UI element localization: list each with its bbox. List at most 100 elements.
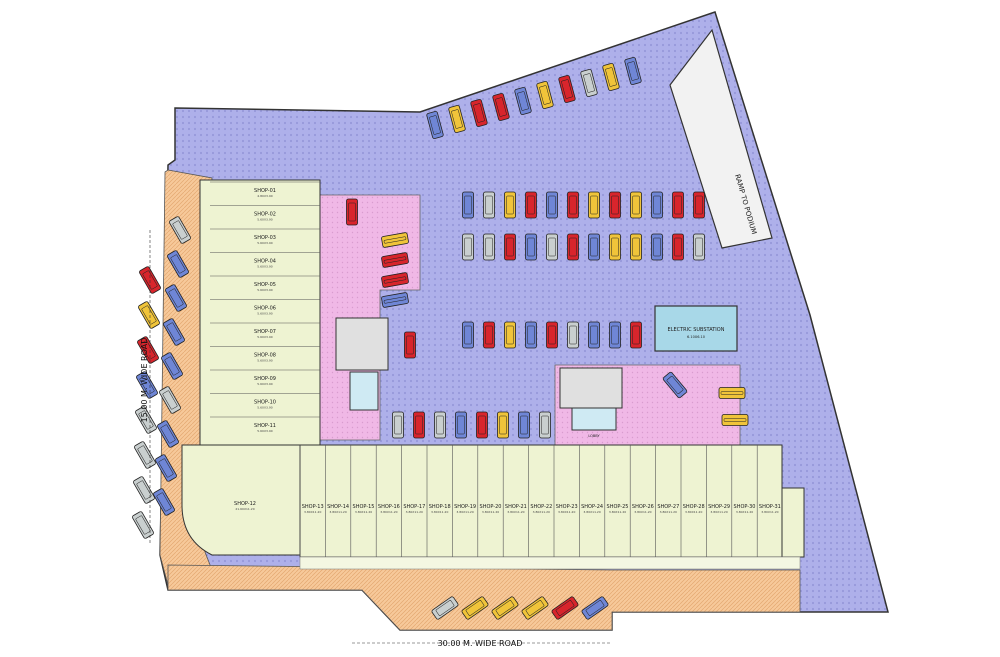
car <box>630 321 642 349</box>
car <box>588 233 600 261</box>
stair-core-left <box>335 317 389 371</box>
shop-name: SHOP-10 <box>254 400 276 406</box>
car <box>167 250 189 278</box>
car <box>546 233 558 261</box>
shop-name: SHOP-22 <box>530 504 552 510</box>
shop-size: 3.80X11.20 <box>609 510 626 514</box>
shop-9: SHOP-095.60X3.90 <box>254 376 276 386</box>
frontage-strip <box>299 556 801 570</box>
shop-size: 5.60X3.90 <box>257 288 273 292</box>
car <box>413 411 425 439</box>
car <box>651 233 663 261</box>
shop-size: 5.60X3.90 <box>257 359 273 363</box>
car <box>504 191 516 219</box>
shop-size: 21.60X11.20 <box>235 507 254 511</box>
car <box>165 284 187 312</box>
car <box>546 321 558 349</box>
lobby-label: LOBBY <box>588 434 600 438</box>
car <box>718 387 746 399</box>
shop-name: SHOP-24 <box>581 504 603 510</box>
shop-size: 5.60X3.90 <box>257 429 273 433</box>
shop-size: 3.80X11.20 <box>355 510 372 514</box>
shop-size: 3.80X11.20 <box>710 510 727 514</box>
shop-name: SHOP-25 <box>607 504 629 510</box>
shop-name: SHOP-23 <box>556 504 578 510</box>
car <box>346 198 358 226</box>
shop-6: SHOP-065.60X3.90 <box>254 306 276 316</box>
shop-size: 3.80X11.20 <box>482 510 499 514</box>
shop-name: SHOP-28 <box>683 504 705 510</box>
shop-name: SHOP-02 <box>254 212 276 218</box>
car <box>580 69 598 97</box>
shop-name: SHOP-03 <box>254 235 276 241</box>
shop-name: SHOP-20 <box>480 504 502 510</box>
car <box>431 596 459 620</box>
shop-18: SHOP-183.80X11.20 <box>429 504 451 514</box>
shop-11: SHOP-115.60X3.90 <box>254 423 276 433</box>
shop-size: 5.60X3.90 <box>257 312 273 316</box>
shop-size: 3.80X11.20 <box>583 510 600 514</box>
shop-strip-bottom <box>299 444 783 558</box>
car <box>693 233 705 261</box>
shop-size: 5.60X3.90 <box>257 335 273 339</box>
shop-size: 5.60X3.90 <box>257 382 273 386</box>
shop-17: SHOP-173.80X11.20 <box>403 504 425 514</box>
car <box>159 386 181 414</box>
car <box>462 233 474 261</box>
car <box>381 232 409 248</box>
shop-13: SHOP-133.80X11.20 <box>302 504 324 514</box>
shop-26: SHOP-263.80X11.20 <box>632 504 654 514</box>
shop-size: 3.80X11.20 <box>685 510 702 514</box>
car <box>138 301 160 329</box>
car <box>461 596 489 620</box>
substation-label: ELECTRIC SUBSTATION <box>668 327 725 333</box>
car <box>470 99 488 127</box>
stair-core-right <box>559 367 623 409</box>
shop-size: 5.60X3.90 <box>257 265 273 269</box>
car <box>134 441 156 469</box>
shop-27: SHOP-273.80X11.20 <box>657 504 679 514</box>
car <box>602 63 620 91</box>
shop-name: SHOP-21 <box>505 504 527 510</box>
car <box>581 596 609 620</box>
shop-size: 4.80X3.90 <box>257 194 273 198</box>
shop-29: SHOP-293.80X11.20 <box>708 504 730 514</box>
shop-30: SHOP-303.80X11.20 <box>734 504 756 514</box>
car <box>504 321 516 349</box>
shops-layer: SHOP-014.80X3.90SHOP-025.60X3.90SHOP-035… <box>210 181 781 557</box>
car <box>426 111 444 139</box>
car <box>588 321 600 349</box>
car <box>135 406 157 434</box>
car <box>462 191 474 219</box>
shop-name: SHOP-26 <box>632 504 654 510</box>
car <box>518 411 530 439</box>
shop-size: 5.60X3.90 <box>257 241 273 245</box>
shop-name: SHOP-04 <box>254 259 276 265</box>
car <box>153 488 175 516</box>
shop-size: 5.60X3.90 <box>257 218 273 222</box>
car <box>567 233 579 261</box>
car <box>448 105 466 133</box>
shop-size: 3.80X11.20 <box>736 510 753 514</box>
shop-size: 3.80X11.20 <box>456 510 473 514</box>
shop-12-block <box>181 444 301 556</box>
cars-layer <box>132 57 749 620</box>
car <box>455 411 467 439</box>
car <box>483 191 495 219</box>
shop-name: SHOP-05 <box>254 282 276 288</box>
car <box>476 411 488 439</box>
shop-25: SHOP-253.80X11.20 <box>607 504 629 514</box>
car <box>624 57 642 85</box>
car <box>136 371 158 399</box>
shop-name: SHOP-11 <box>254 423 276 429</box>
car <box>662 371 688 399</box>
shop-8: SHOP-085.60X3.90 <box>254 353 276 363</box>
shop-size: 5.60X3.90 <box>257 406 273 410</box>
car <box>483 321 495 349</box>
shop-7: SHOP-075.60X3.90 <box>254 329 276 339</box>
car <box>137 336 159 364</box>
shop-5: SHOP-055.60X3.90 <box>254 282 276 292</box>
shop-size: 3.80X11.20 <box>634 510 651 514</box>
